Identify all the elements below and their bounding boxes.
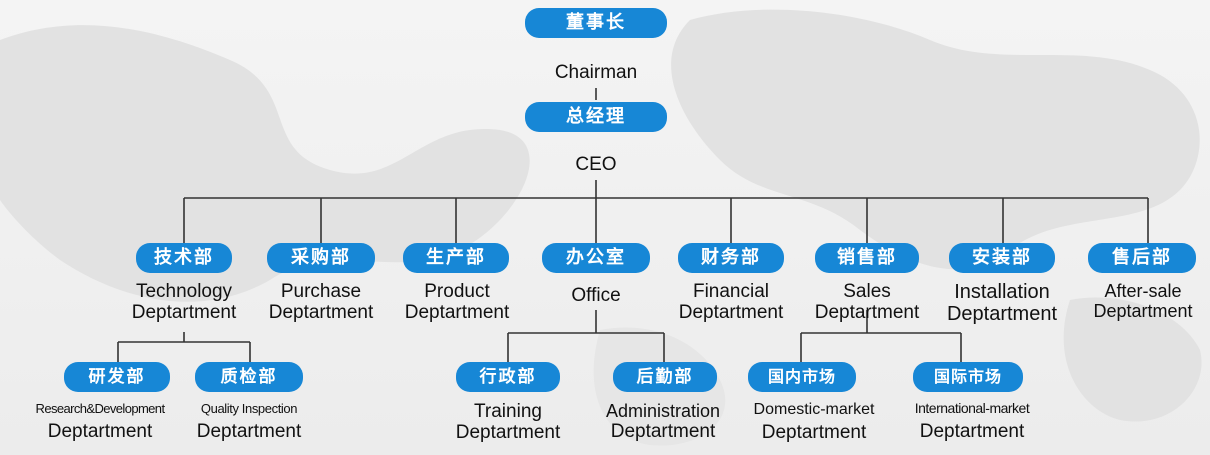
sub-department-quality-node: 质检部 (195, 362, 303, 392)
sub-department-research-node: 研发部 (64, 362, 170, 392)
department-office-label: Office (571, 285, 621, 306)
ceo-node: 总经理 (525, 102, 667, 132)
sub-department-domestic-market-node: 国内市场 (748, 362, 856, 392)
chairman-node: 董事长 (525, 8, 667, 38)
department-office-node: 办公室 (542, 243, 650, 273)
chairman-label: Chairman (554, 62, 638, 83)
ceo-label: CEO (575, 154, 617, 175)
department-technology-node: 技术部 (136, 243, 232, 273)
sub-department-quality-label: Quality Inspection Deptartment (196, 401, 302, 442)
department-financial-node: 财务部 (678, 243, 784, 273)
sub-department-research-label: Research&Development Deptartment (35, 401, 166, 442)
sub-department-international-market-label: International-market Deptartment (914, 400, 1030, 442)
department-purchase-node: 采购部 (267, 243, 375, 273)
sub-department-administration-node: 行政部 (456, 362, 560, 392)
sub-department-logistics-node: 后勤部 (613, 362, 717, 392)
department-installation-node: 安装部 (949, 243, 1055, 273)
sub-department-domestic-market-label: Domestic-market Deptartment (753, 401, 875, 443)
department-sales-node: 销售部 (815, 243, 919, 273)
department-after-sale-node: 售后部 (1088, 243, 1196, 273)
department-product-node: 生产部 (403, 243, 509, 273)
sub-department-international-market-node: 国际市场 (913, 362, 1023, 392)
